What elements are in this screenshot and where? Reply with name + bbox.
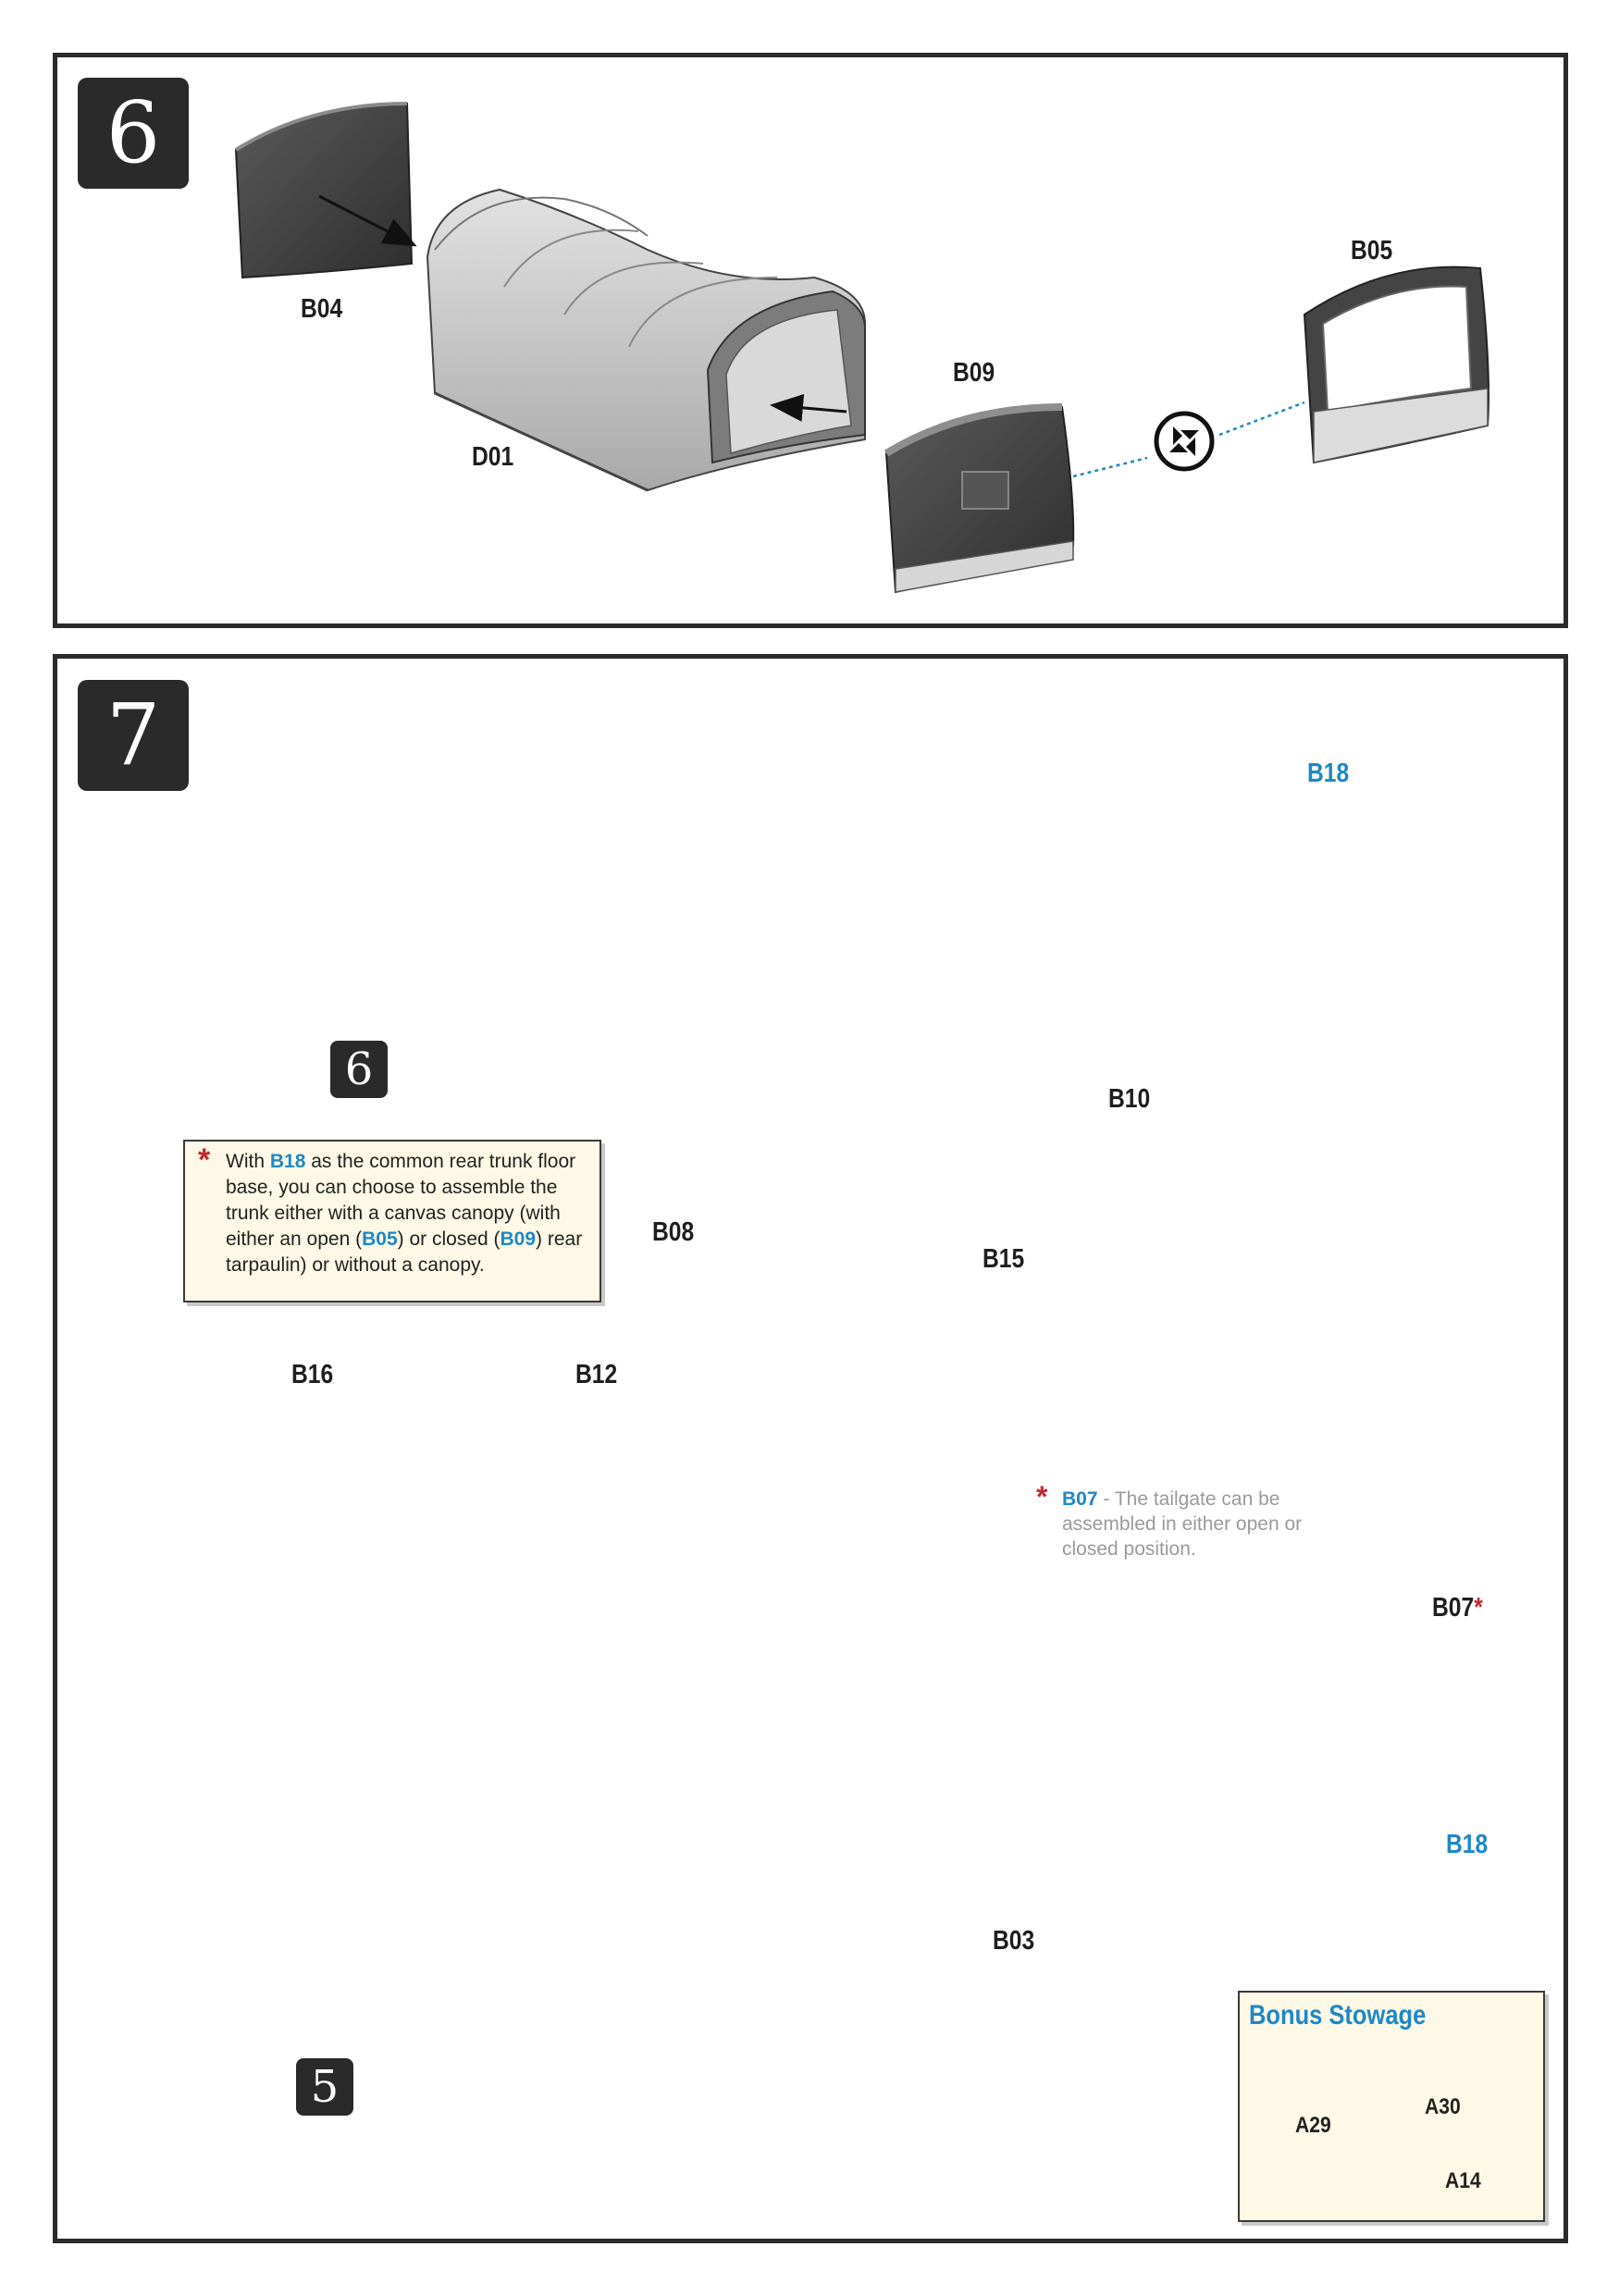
label-b09: B09 — [953, 358, 995, 388]
part-b09-illustration — [884, 403, 1075, 594]
label-b08: B08 — [652, 1217, 695, 1247]
part-b04-illustration — [234, 102, 417, 279]
part-d01-illustration — [426, 188, 866, 492]
alternative-symbol-icon — [1154, 411, 1215, 472]
tailgate-note-star-icon: * — [1036, 1480, 1048, 1513]
subassembly-6-ref: 6 — [330, 1041, 388, 1098]
bonus-stowage-box: Bonus Stowage A29 A30 A14 — [1238, 1991, 1545, 2222]
note-star-icon: * — [198, 1142, 211, 1178]
step-7-panel — [53, 654, 1568, 2243]
label-a30: A30 — [1425, 2094, 1461, 2119]
label-b03: B03 — [993, 1926, 1035, 1956]
label-b12: B12 — [575, 1360, 618, 1389]
label-a14: A14 — [1445, 2168, 1481, 2193]
tailgate-note: * B07 - The tailgate can be assembled in… — [1036, 1480, 1303, 1560]
bonus-stowage-title: Bonus Stowage — [1249, 2000, 1427, 2031]
canopy-option-note: * With B18 as the common rear trunk floo… — [183, 1140, 601, 1302]
label-b18-top: B18 — [1307, 759, 1350, 788]
label-b16: B16 — [291, 1360, 334, 1389]
step-6-number: 6 — [78, 78, 189, 189]
step-7-number: 7 — [78, 680, 189, 791]
label-b04: B04 — [301, 294, 343, 324]
label-d01: D01 — [472, 442, 514, 472]
label-a29: A29 — [1295, 2113, 1331, 2138]
label-b15: B15 — [983, 1244, 1025, 1274]
label-b07: B07* — [1432, 1593, 1483, 1623]
label-b10: B10 — [1108, 1084, 1151, 1114]
subassembly-5-ref: 5 — [296, 2058, 353, 2116]
label-b18-bottom: B18 — [1446, 1830, 1489, 1859]
part-b05-illustration — [1303, 265, 1489, 464]
label-b05: B05 — [1351, 236, 1393, 265]
